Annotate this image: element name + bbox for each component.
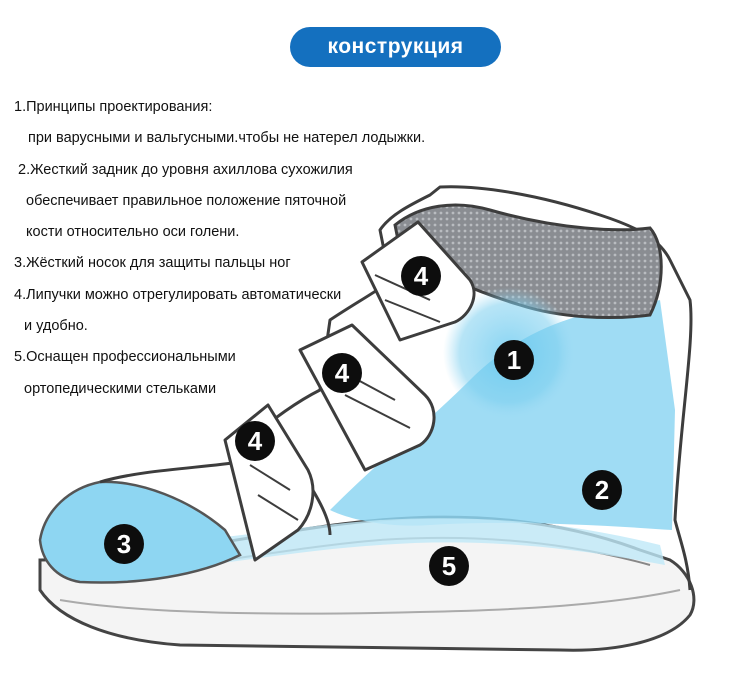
marker-label: 2 [595, 475, 609, 505]
description-line: 1.Принципы проектирования: [14, 99, 213, 115]
title-text: конструкция [327, 35, 464, 58]
marker-label: 1 [507, 345, 521, 375]
marker-3: 3 [104, 524, 144, 564]
marker-2: 2 [582, 470, 622, 510]
description-line: при варусными и вальгусными.чтобы не нат… [28, 130, 426, 147]
description-line: обеспечивает правильное положение пяточн… [26, 192, 347, 209]
description-line: 3.Жёсткий носок для защиты пальцы ног [14, 255, 291, 272]
marker-label: 4 [335, 358, 350, 388]
marker-4-top: 4 [401, 256, 441, 296]
title-badge: конструкция [290, 27, 501, 67]
marker-4-middle: 4 [322, 353, 362, 393]
marker-label: 4 [248, 426, 263, 456]
marker-label: 5 [442, 551, 456, 581]
description-line: 5.Оснащен профессиональными [14, 349, 236, 366]
strap-middle [298, 323, 436, 472]
description-line: ортопедическими стельками [24, 380, 217, 397]
marker-4-bottom: 4 [235, 421, 275, 461]
description-line: и удобно. [24, 318, 88, 335]
marker-label: 3 [117, 529, 131, 559]
marker-5: 5 [429, 546, 469, 586]
description-line: 2.Жесткий задник до уровня ахиллова сухо… [18, 161, 353, 178]
description-line: 4.Липучки можно отрегулировать автоматич… [14, 286, 342, 303]
marker-1: 1 [494, 340, 534, 380]
description-line: кости относительно оси голени. [26, 224, 240, 241]
marker-label: 4 [414, 261, 429, 291]
description-list: 1.Принципы проектирования: при варусными… [14, 95, 454, 408]
